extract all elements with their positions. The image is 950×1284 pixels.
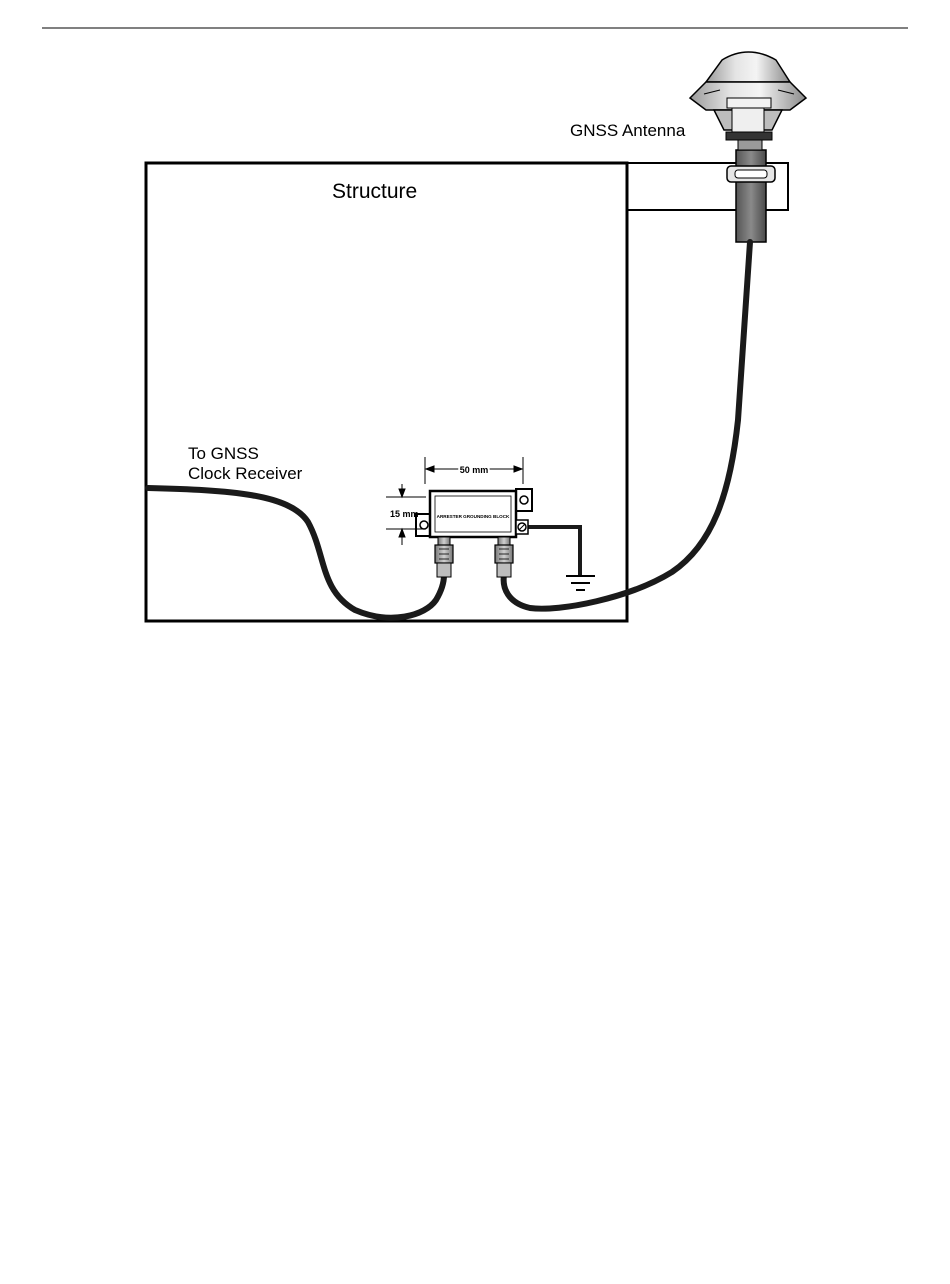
left-connector	[435, 537, 453, 577]
structure-label: Structure	[332, 180, 417, 203]
ground-symbol-icon	[566, 576, 595, 590]
receiver-cable	[148, 488, 444, 618]
arrester-grounding-block	[416, 489, 532, 537]
ground-wire	[528, 527, 580, 575]
antenna-label: GNSS Antenna	[570, 121, 686, 140]
receiver-label-line2: Clock Receiver	[188, 464, 303, 483]
right-connector	[495, 537, 513, 577]
receiver-label-line1: To GNSS	[188, 444, 259, 463]
structure-box	[146, 163, 627, 621]
gnss-antenna-icon	[690, 52, 806, 150]
width-dimension-label: 50 mm	[460, 465, 489, 475]
height-dimension-label: 15 mm	[390, 509, 419, 519]
block-label: ARRESTER GROUNDING BLOCK	[437, 514, 510, 519]
